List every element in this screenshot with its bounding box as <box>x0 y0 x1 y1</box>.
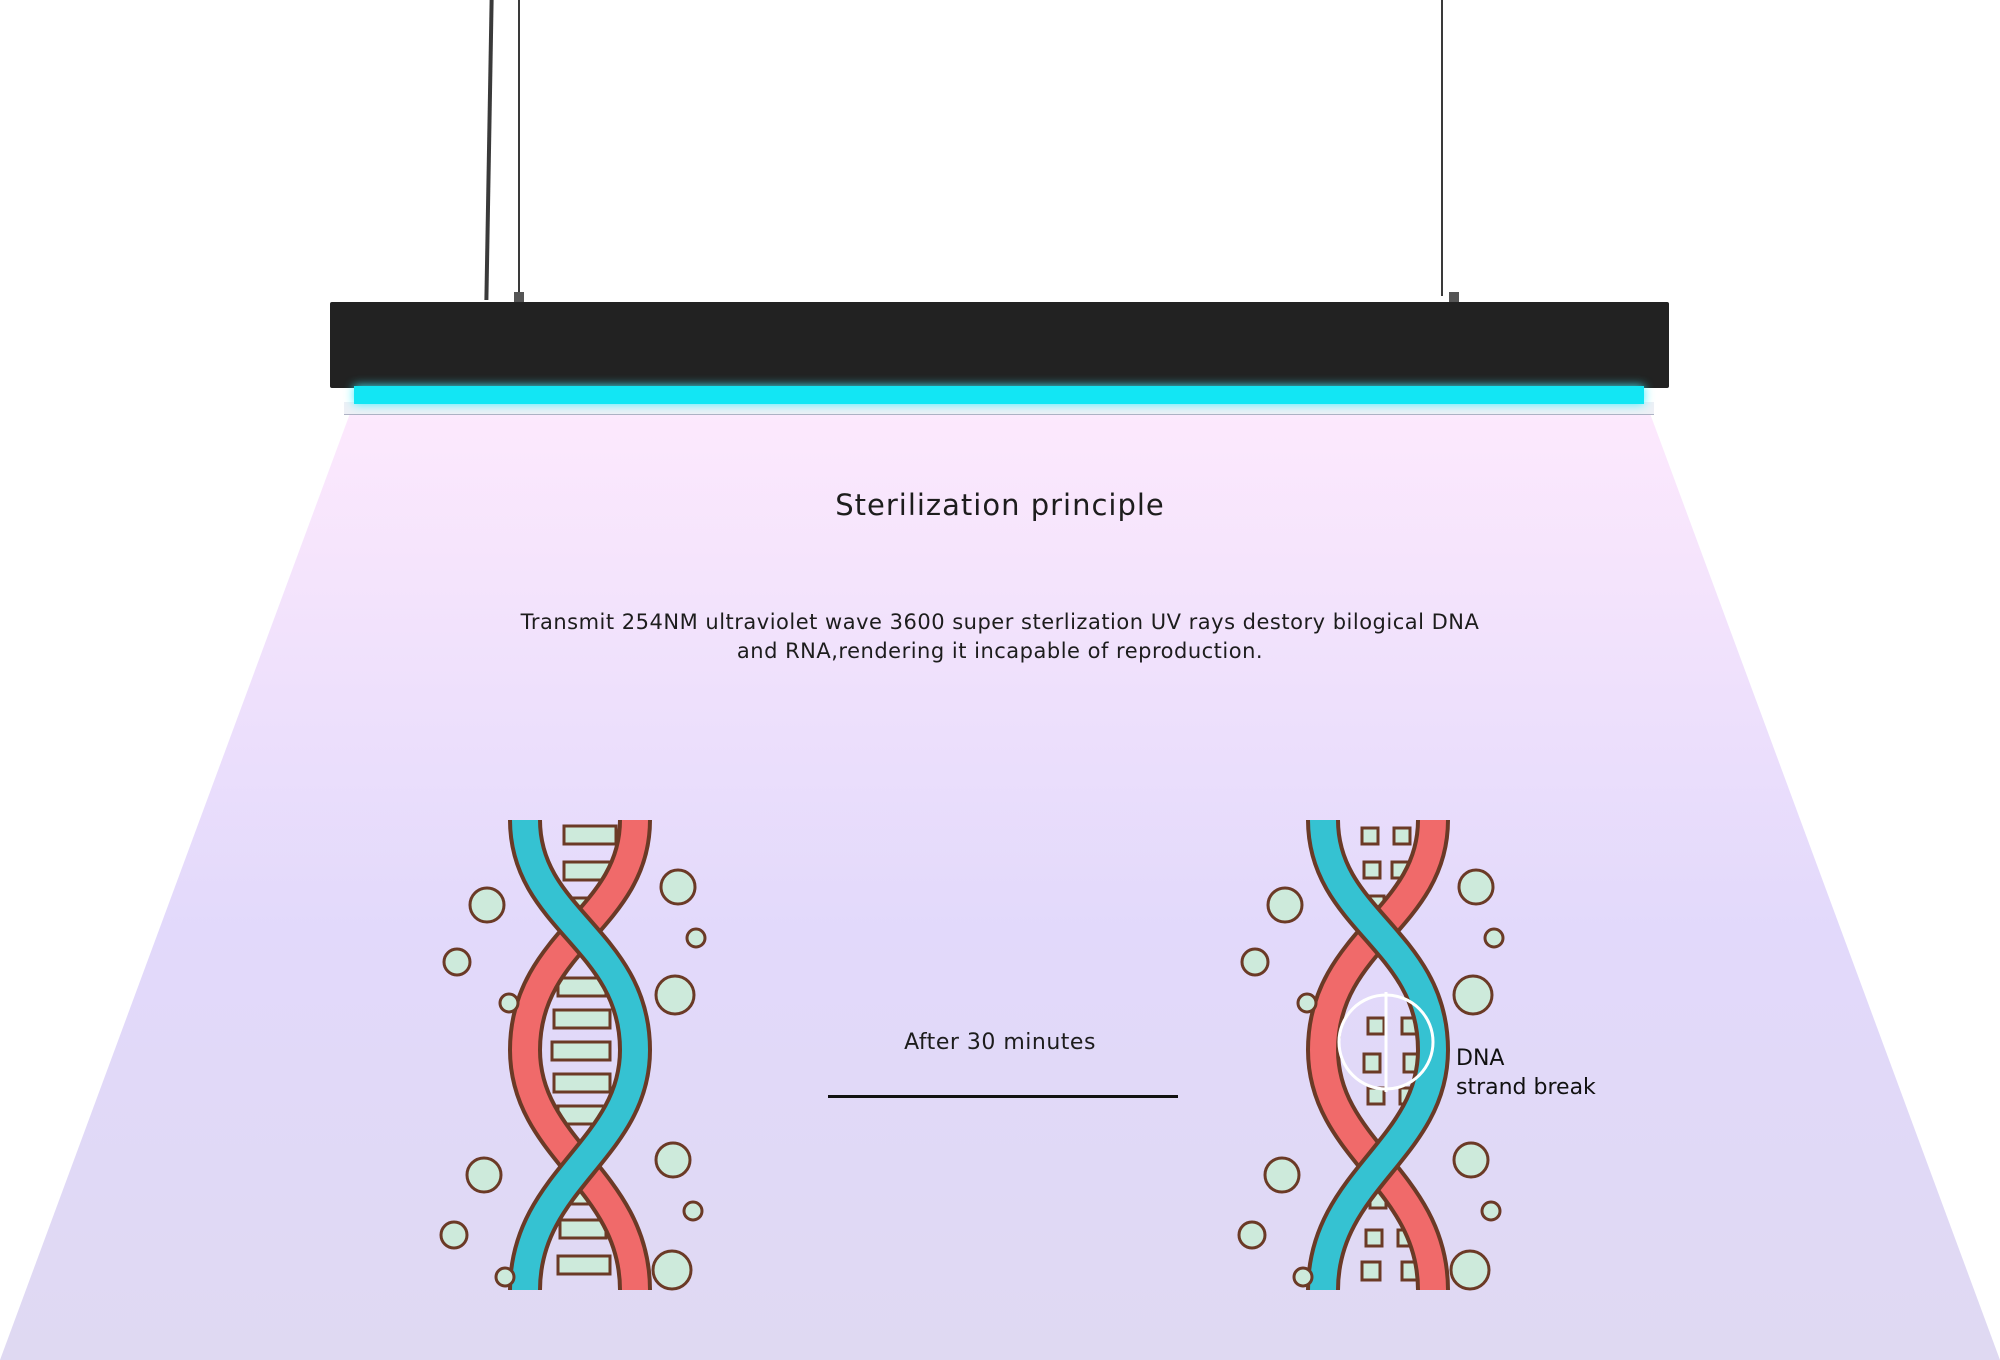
wire-clip-right <box>1449 292 1459 304</box>
wire-clip-left <box>514 292 524 304</box>
suspension-wire-left <box>518 0 520 296</box>
dna-broken-icon <box>1237 819 1505 1291</box>
strand-break-marker <box>1337 992 1435 1092</box>
uv-lamp-icon <box>330 302 1669 388</box>
description-text: Transmit 254NM ultraviolet wave 3600 sup… <box>520 610 1480 663</box>
dna-intact-icon <box>439 819 707 1291</box>
break-label-line1: DNA <box>1456 1046 1505 1071</box>
suspension-wire-right <box>1441 0 1443 296</box>
page-title: Sterilization principle <box>835 488 1165 522</box>
lamp-diffuser <box>344 402 1654 415</box>
transition-arrow-line <box>828 1095 1178 1098</box>
uv-tube <box>354 386 1644 404</box>
dna-strand-break-label: DNA strand break <box>1456 1044 1596 1102</box>
transition-label: After 30 minutes <box>904 1030 1096 1055</box>
break-label-line2: strand break <box>1456 1075 1596 1100</box>
